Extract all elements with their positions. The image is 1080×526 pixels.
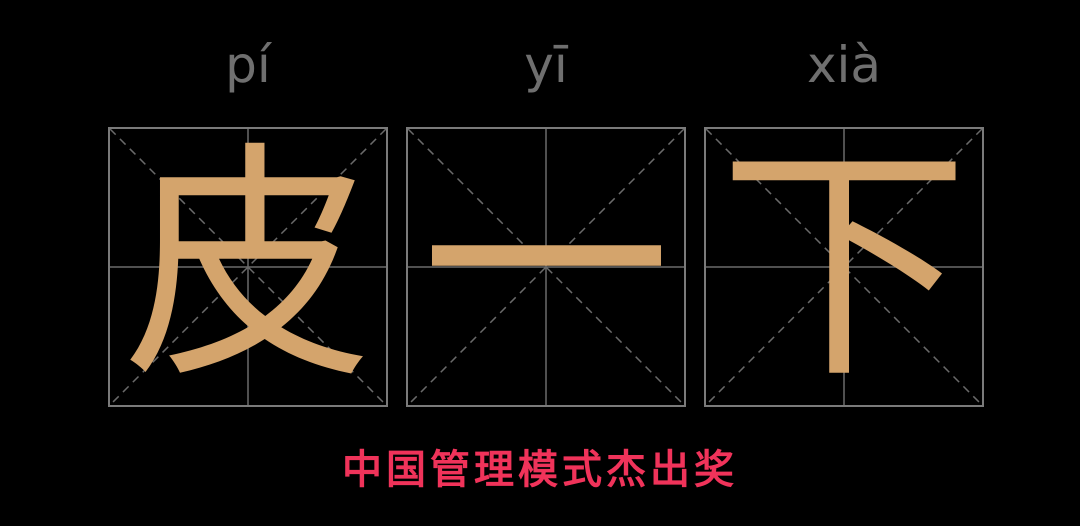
tianzige-grid: 下 [704, 127, 984, 407]
grid-guide-lines [408, 129, 684, 405]
character-cell-3: xià 下 [704, 0, 984, 420]
pinyin-label: yī [524, 36, 568, 94]
character-cell-2: yī 一 [406, 0, 686, 420]
hanzi-character: 一 [421, 121, 671, 412]
hanzi-character: 下 [719, 121, 969, 412]
pinyin-label: xià [806, 36, 882, 94]
tianzige-grid: 皮 [108, 127, 388, 407]
award-tagline: 中国管理模式杰出奖 [342, 447, 738, 493]
hanzi-character: 皮 [123, 121, 373, 412]
character-cell-1: pí 皮 [108, 0, 388, 420]
grid-guide-lines [706, 129, 982, 405]
grid-guide-lines [110, 129, 386, 405]
tianzige-grid: 一 [406, 127, 686, 407]
pinyin-label: pí [225, 36, 271, 94]
